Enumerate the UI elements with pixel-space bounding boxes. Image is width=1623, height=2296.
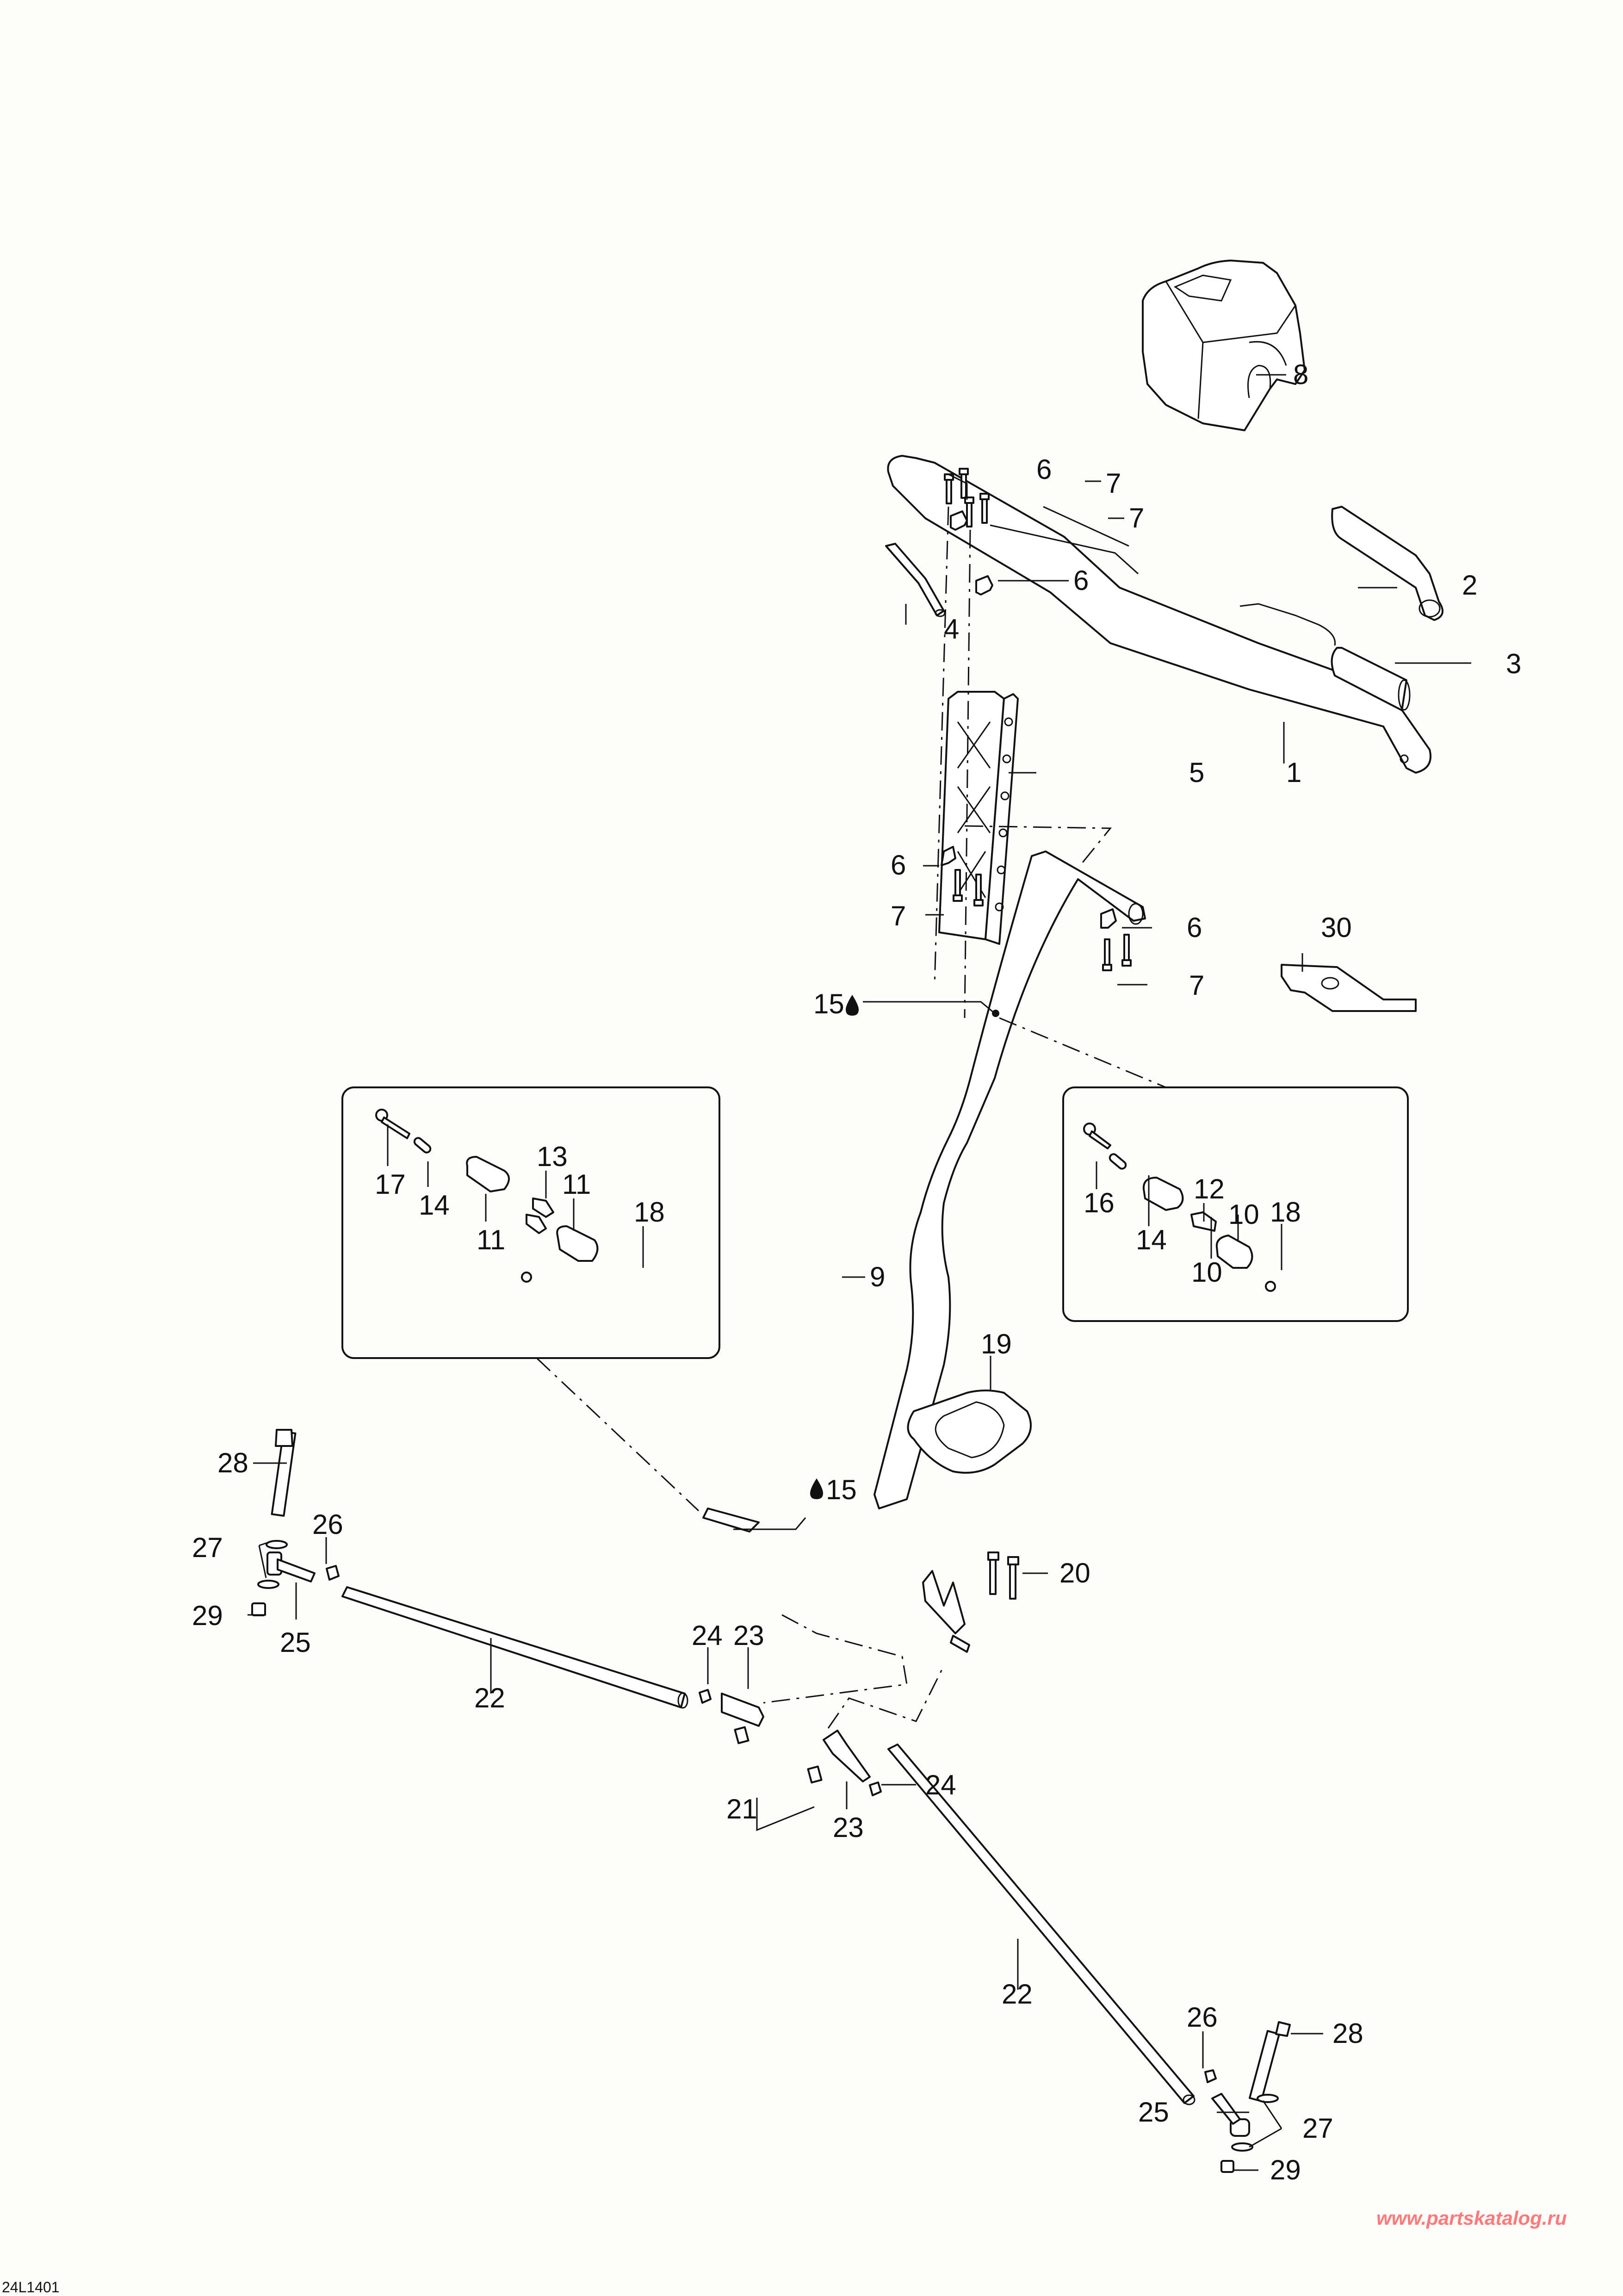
callout-29a[interactable]: 29 — [192, 1600, 223, 1631]
callout-7b[interactable]: 7 — [1129, 503, 1144, 534]
inset-right-parts[interactable] — [1083, 1123, 1276, 1292]
inset-right-callout-12[interactable]: 12 — [1194, 1173, 1225, 1204]
oil-drop-icon — [846, 995, 859, 1016]
callout-6d[interactable]: 6 — [1187, 912, 1202, 943]
callout-6a[interactable]: 6 — [1036, 454, 1052, 485]
part-heated-element[interactable] — [1239, 603, 1411, 711]
part-steering-column[interactable] — [702, 850, 1146, 1533]
figure-code: 24L1401 — [2, 2279, 60, 2296]
callout-6c[interactable]: 6 — [891, 850, 906, 881]
callout-20[interactable]: 20 — [1059, 1558, 1090, 1589]
inset-right-callout-10a[interactable]: 10 — [1191, 1257, 1222, 1288]
callout-26a[interactable]: 26 — [312, 1509, 343, 1540]
inset-right-callout-16[interactable]: 16 — [1084, 1187, 1115, 1218]
callout-23a[interactable]: 23 — [733, 1620, 764, 1651]
callout-15a[interactable]: 15 — [813, 988, 844, 1019]
watermark-link[interactable]: www.partskatalog.ru — [1376, 2207, 1567, 2229]
part-plate[interactable] — [1281, 964, 1417, 1012]
inset-left-callout-18[interactable]: 18 — [634, 1197, 665, 1228]
oil-drop-icon — [810, 1478, 823, 1499]
part-end-tube[interactable] — [885, 543, 946, 617]
inset-left-callout-14[interactable]: 14 — [419, 1190, 450, 1221]
callout-26b[interactable]: 26 — [1187, 2002, 1218, 2033]
callout-2[interactable]: 2 — [1462, 570, 1477, 601]
inset-right-callout-10b[interactable]: 10 — [1228, 1199, 1259, 1230]
leader-lines — [248, 374, 1471, 2171]
inset-right-frame — [1062, 1086, 1409, 1322]
inset-left-callout-17[interactable]: 17 — [375, 1169, 406, 1200]
callout-21[interactable]: 21 — [726, 1793, 757, 1824]
callout-28a[interactable]: 28 — [217, 1447, 248, 1478]
callout-23b[interactable]: 23 — [833, 1812, 864, 1843]
callout-3[interactable]: 3 — [1506, 648, 1521, 679]
callout-22a[interactable]: 22 — [474, 1682, 505, 1713]
callout-labels: 8 6 7 7 6 2 4 3 5 1 6 7 6 30 7 15 9 19 1… — [192, 359, 1521, 2185]
callout-24b[interactable]: 24 — [925, 1769, 956, 1800]
callout-28b[interactable]: 28 — [1332, 2018, 1363, 2049]
callout-25b[interactable]: 25 — [1138, 2097, 1169, 2128]
callout-27a[interactable]: 27 — [192, 1532, 223, 1563]
part-pad-cover[interactable] — [1142, 260, 1306, 431]
callout-4[interactable]: 4 — [944, 614, 959, 645]
inset-right-callout-18[interactable]: 18 — [1270, 1197, 1301, 1228]
inset-left-callout-13[interactable]: 13 — [537, 1141, 568, 1172]
part-clamp-lower-right[interactable] — [1100, 908, 1117, 929]
callout-25a[interactable]: 25 — [280, 1627, 311, 1658]
callout-29b[interactable]: 29 — [1270, 2154, 1301, 2185]
inset-left-callout-11b[interactable]: 11 — [562, 1169, 591, 1200]
callout-1[interactable]: 1 — [1286, 757, 1301, 788]
callout-19[interactable]: 19 — [981, 1328, 1012, 1359]
callout-27b[interactable]: 27 — [1302, 2113, 1333, 2144]
callout-8[interactable]: 8 — [1293, 359, 1308, 390]
part-clamp-upper-left[interactable] — [950, 510, 968, 531]
callout-9[interactable]: 9 — [870, 1261, 885, 1292]
callout-7d[interactable]: 7 — [1189, 970, 1204, 1001]
part-pitman-bracket[interactable] — [922, 1551, 1019, 1653]
part-tie-rod-right[interactable] — [887, 1744, 1196, 2105]
inset-right-callout-14[interactable]: 14 — [1136, 1224, 1167, 1255]
part-tie-rod-ends[interactable] — [251, 1429, 1291, 2173]
part-grip[interactable] — [1331, 506, 1443, 621]
callout-22b[interactable]: 22 — [1002, 1979, 1033, 2010]
part-screws[interactable] — [944, 468, 1132, 971]
callout-15b[interactable]: 15 — [826, 1474, 857, 1505]
callout-6b[interactable]: 6 — [1073, 565, 1089, 596]
inset-left-frame — [341, 1086, 720, 1359]
inset-left-parts[interactable] — [375, 1109, 599, 1283]
part-tie-rod-left[interactable] — [341, 1586, 688, 1709]
callout-24a[interactable]: 24 — [692, 1620, 723, 1651]
part-clamp-lower-left[interactable] — [941, 846, 956, 866]
part-clamp-upper-right[interactable] — [975, 575, 993, 596]
callout-5[interactable]: 5 — [1189, 757, 1204, 788]
inset-left-callout-11a[interactable]: 11 — [477, 1224, 505, 1255]
callout-7c[interactable]: 7 — [891, 900, 906, 931]
callout-30[interactable]: 30 — [1321, 912, 1352, 943]
part-boot[interactable] — [907, 1390, 1032, 1474]
callout-7a[interactable]: 7 — [1106, 468, 1121, 499]
